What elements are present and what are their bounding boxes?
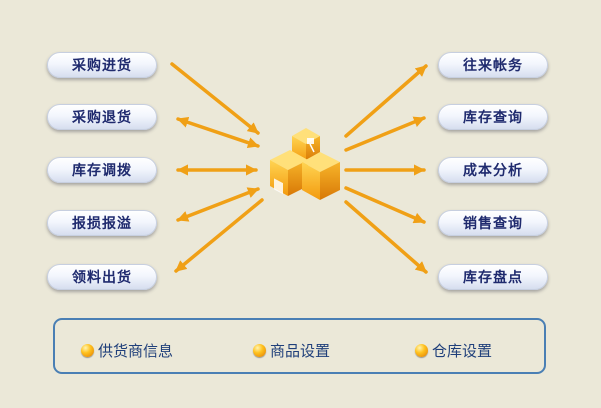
sales-query-label: 销售查询 xyxy=(463,216,523,232)
orange-dot-icon xyxy=(253,344,266,357)
damage-overflow-button[interactable]: 报损报溢 xyxy=(47,210,157,236)
purchase-in-button[interactable]: 采购进货 xyxy=(47,52,157,78)
supplier-info-label: 供货商信息 xyxy=(98,342,174,360)
arrow-purchase-return xyxy=(176,116,260,149)
arrow-sales-query xyxy=(344,186,426,224)
product-settings-label: 商品设置 xyxy=(270,342,331,360)
stock-query-label: 库存查询 xyxy=(463,110,523,126)
sales-query-button[interactable]: 销售查询 xyxy=(438,210,548,236)
material-out-label: 领料出货 xyxy=(72,270,132,286)
warehouse-settings-label: 仓库设置 xyxy=(432,342,493,360)
material-out-button[interactable]: 领料出货 xyxy=(47,264,157,290)
settings-panel: 供货商信息 商品设置 仓库设置 xyxy=(53,318,546,374)
arrow-damage-overflow xyxy=(176,187,260,222)
product-settings-link[interactable]: 商品设置 xyxy=(253,340,330,361)
arrow-material-out xyxy=(174,198,264,273)
arrow-accounts xyxy=(344,64,428,138)
stock-transfer-label: 库存调拨 xyxy=(72,163,132,179)
warehouse-settings-link[interactable]: 仓库设置 xyxy=(415,340,492,361)
stock-transfer-button[interactable]: 库存调拨 xyxy=(47,157,157,183)
cost-analysis-button[interactable]: 成本分析 xyxy=(438,157,548,183)
orange-dot-icon xyxy=(415,344,428,357)
stocktaking-button[interactable]: 库存盘点 xyxy=(438,264,548,290)
warehouse-boxes-icon xyxy=(270,128,340,200)
accounts-label: 往来帐务 xyxy=(463,58,523,74)
stocktaking-label: 库存盘点 xyxy=(463,270,523,286)
purchase-in-label: 采购进货 xyxy=(72,58,132,74)
arrow-stock-query xyxy=(344,116,426,152)
orange-dot-icon xyxy=(81,344,94,357)
arrow-stocktaking xyxy=(344,200,428,274)
supplier-info-link[interactable]: 供货商信息 xyxy=(81,340,173,361)
stock-query-button[interactable]: 库存查询 xyxy=(438,104,548,130)
accounts-button[interactable]: 往来帐务 xyxy=(438,52,548,78)
purchase-return-label: 采购退货 xyxy=(72,110,132,126)
cost-analysis-label: 成本分析 xyxy=(463,163,523,179)
purchase-return-button[interactable]: 采购退货 xyxy=(47,104,157,130)
damage-overflow-label: 报损报溢 xyxy=(72,216,132,232)
